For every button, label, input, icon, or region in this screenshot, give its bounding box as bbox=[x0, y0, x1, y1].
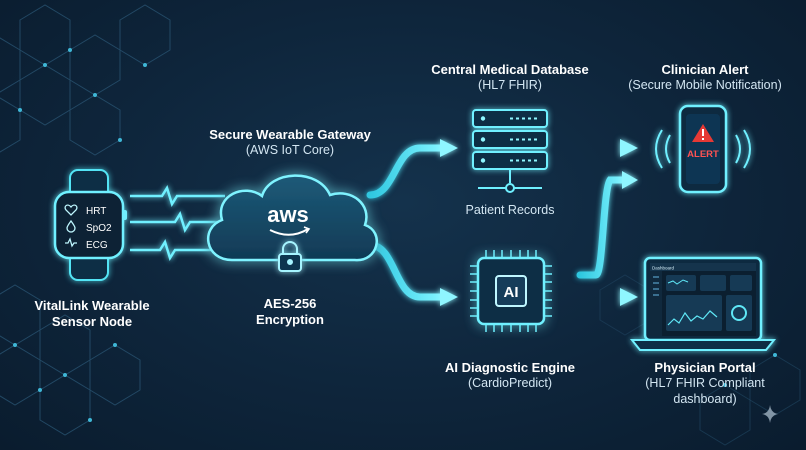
watch-reading-hrt: HRT bbox=[86, 206, 106, 217]
dashboard-screen bbox=[650, 263, 756, 336]
database-title: Central Medical Database bbox=[431, 62, 589, 77]
portal-subtitle-line2: dashboard) bbox=[673, 391, 737, 406]
gateway-subtitle: (AWS IoT Core) bbox=[245, 143, 335, 158]
encryption-line1: AES-256 bbox=[263, 296, 317, 311]
database-subtitle: (HL7 FHIR) bbox=[478, 78, 542, 93]
encryption-line2: Encryption bbox=[256, 312, 324, 328]
cloud-icon bbox=[206, 174, 378, 262]
network-connector-icon bbox=[478, 169, 542, 193]
wearable-title: VitalLink Wearable Sensor Node bbox=[22, 298, 162, 331]
smartphone-icon bbox=[678, 104, 728, 194]
gateway-label: Secure Wearable Gateway (AWS IoT Core) bbox=[195, 127, 385, 159]
arrow-gateway-to-engine bbox=[366, 241, 444, 301]
watch-reading-ecg: ECG bbox=[86, 240, 108, 251]
database-caption: Patient Records bbox=[465, 203, 555, 217]
encryption-label: AES-256 Encryption bbox=[240, 296, 340, 329]
network-dots bbox=[13, 48, 777, 422]
aws-logo-text: aws bbox=[267, 202, 309, 227]
arrow-heads bbox=[440, 139, 638, 306]
alert-label: Clinician Alert (Secure Mobile Notificat… bbox=[615, 62, 795, 94]
alert-subtitle: (Secure Mobile Notification) bbox=[628, 78, 782, 93]
chip-pins bbox=[470, 250, 552, 332]
portal-title: Physician Portal bbox=[654, 360, 756, 375]
portal-label: Physician Portal (HL7 FHIR Compliant das… bbox=[625, 360, 785, 408]
aws-smile-arrow bbox=[303, 226, 311, 234]
phone-alert-text: ALERT bbox=[687, 149, 719, 160]
database-label: Central Medical Database (HL7 FHIR) bbox=[420, 62, 600, 94]
engine-title: AI Diagnostic Engine bbox=[444, 360, 575, 375]
heart-icon bbox=[64, 204, 78, 216]
drop-icon bbox=[66, 219, 76, 233]
engine-label: AI Diagnostic Engine (CardioPredict) bbox=[430, 360, 590, 392]
wearable-title-line1: VitalLink Wearable bbox=[34, 298, 150, 313]
dashboard-screen-title: Dashboard bbox=[652, 266, 675, 271]
alert-title: Clinician Alert bbox=[661, 62, 749, 77]
wearable-title-line2: Sensor Node bbox=[51, 314, 133, 330]
pulse-icon bbox=[65, 237, 77, 248]
vibration-waves-icon bbox=[655, 129, 751, 169]
portal-subtitle-line1: (HL7 FHIR Compliant bbox=[645, 376, 765, 391]
server-lights bbox=[480, 116, 537, 163]
aws-smile-icon bbox=[269, 228, 309, 236]
sparkle-icon bbox=[762, 405, 778, 423]
engine-subtitle: (CardioPredict) bbox=[467, 376, 553, 391]
gateway-title: Secure Wearable Gateway bbox=[209, 127, 371, 142]
watch-reading-spo2: SpO2 bbox=[86, 223, 112, 234]
arrow-gateway-to-database bbox=[366, 144, 444, 199]
warning-icon bbox=[692, 124, 714, 142]
flow-arrows bbox=[366, 144, 626, 301]
arrow-engine-to-alert bbox=[576, 176, 626, 279]
sensor-data-streams bbox=[130, 185, 225, 261]
padlock-icon bbox=[278, 241, 302, 272]
smartwatch-icon bbox=[53, 169, 127, 281]
chip-label: AI bbox=[504, 284, 519, 301]
